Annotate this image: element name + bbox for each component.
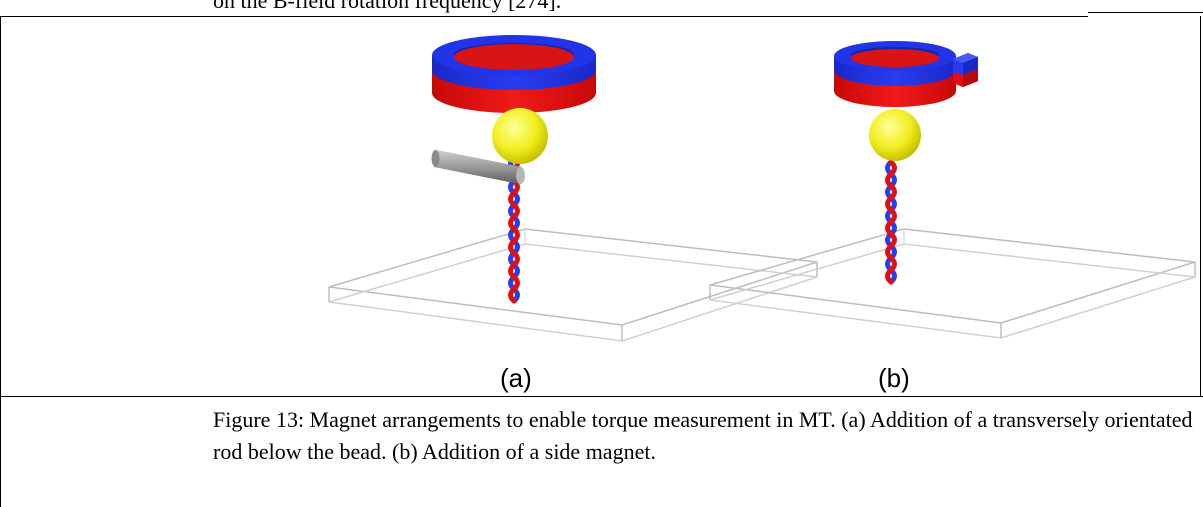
dna-tether-b [885,159,897,285]
panel-a-graphic [328,35,818,342]
transverse-rod [431,150,525,184]
caption-divider [0,396,1203,397]
bead-b [869,109,921,161]
panel-b-graphic [709,41,1196,339]
figure-frame [0,16,1201,396]
figure-caption: Figure 13: Magnet arrangements to enable… [213,407,1193,464]
ring-magnet-b [834,41,956,107]
panel-label-a: (a) [500,363,532,393]
table-left-border [0,396,1,507]
bead-a [492,108,548,164]
flow-cell-b [709,228,1196,339]
table-top-border-right [1088,12,1203,13]
ring-magnet-a [432,35,596,113]
flow-cell-a [328,228,818,342]
panel-label-b: (b) [878,363,910,393]
table-top-border [0,16,1088,17]
figure-illustration [328,35,1196,342]
preceding-text-line: on the B-field rotation frequency [274]. [213,0,562,13]
side-magnet [953,53,978,87]
